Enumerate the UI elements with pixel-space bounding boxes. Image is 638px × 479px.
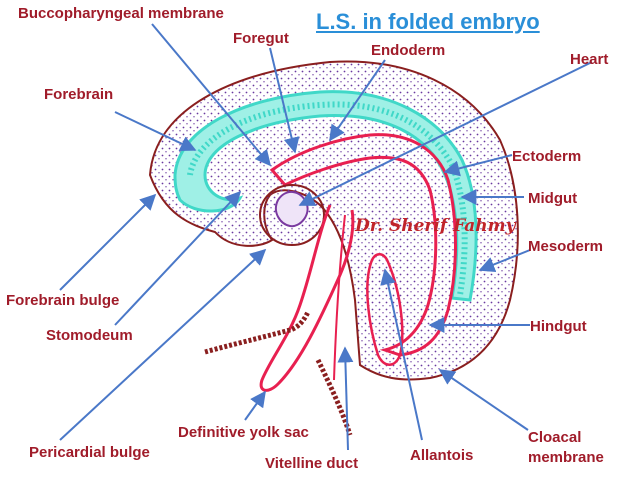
label-buccopharyngeal-membrane: Buccopharyngeal membrane	[18, 5, 224, 22]
label-ectoderm: Ectoderm	[512, 148, 582, 165]
label-hindgut: Hindgut	[530, 318, 587, 335]
diagram-title: L.S. in folded embryo	[316, 9, 540, 34]
neural-tube-hatch	[187, 101, 468, 296]
label-definitive-yolk-sac: Definitive yolk sac	[178, 424, 309, 441]
label-stomodeum: Stomodeum	[46, 327, 133, 344]
label-allantois: Allantois	[410, 447, 474, 464]
pointer-arrows	[59, 23, 593, 451]
label-foregut: Foregut	[233, 30, 289, 47]
label-mesoderm: Mesoderm	[528, 238, 604, 255]
label-heart: Heart	[570, 51, 609, 68]
allantois	[366, 253, 404, 366]
vitelline-duct	[333, 214, 346, 381]
label-forebrain: Forebrain	[44, 86, 114, 103]
label-cloacal-membrane: Cloacal membrane	[528, 429, 604, 466]
label-midgut: Midgut	[528, 190, 578, 207]
label-pericardial-bulge: Pericardial bulge	[29, 444, 150, 461]
watermark: Dr. Sherif Fahmy	[355, 216, 516, 236]
umbilical-cord	[204, 310, 311, 355]
label-vitelline-duct: Vitelline duct	[265, 455, 359, 472]
label-forebrain-bulge: Forebrain bulge	[6, 292, 120, 309]
label-endoderm: Endoderm	[371, 42, 446, 59]
heart	[274, 191, 309, 228]
umbilical-cord-lower	[315, 358, 353, 436]
